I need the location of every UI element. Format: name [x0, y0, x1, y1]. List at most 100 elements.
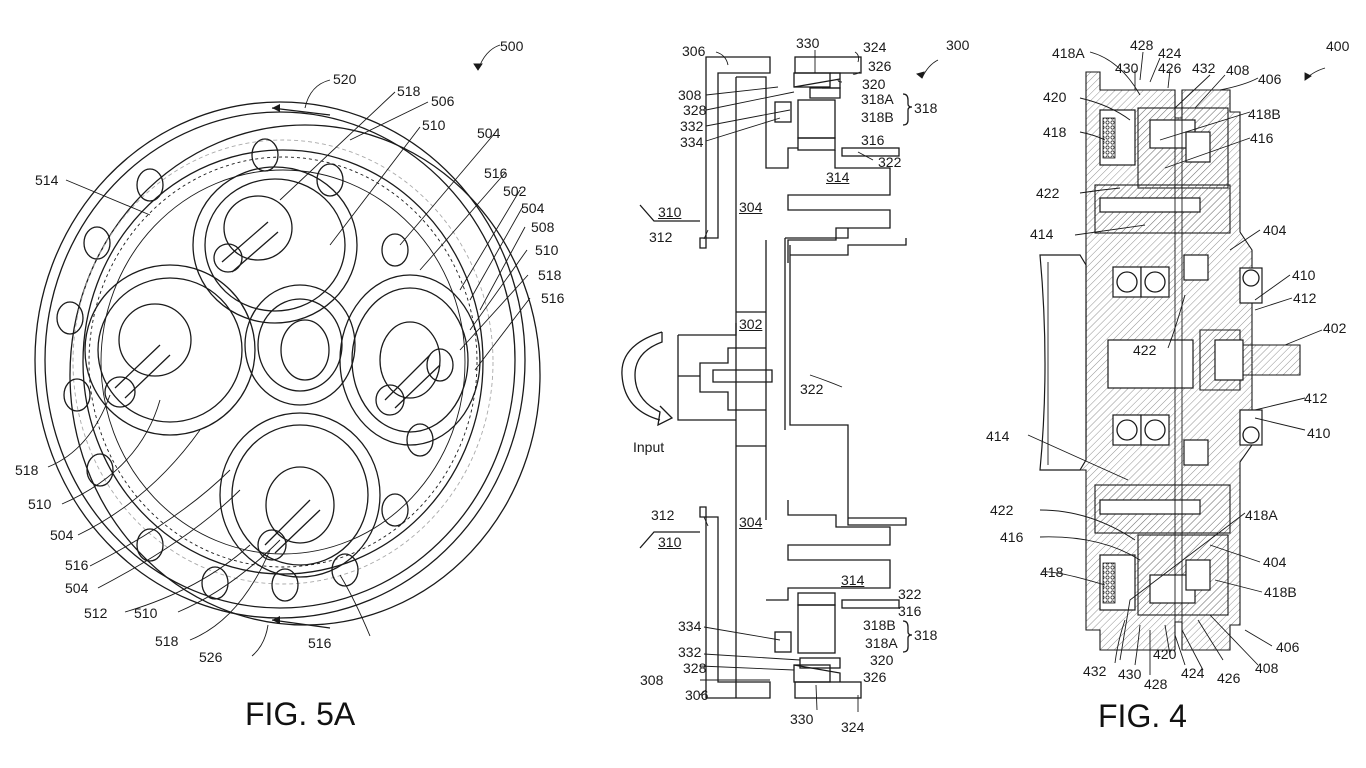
label-510: 510 — [535, 242, 559, 258]
label-410: 410 — [1292, 267, 1316, 283]
label-504: 504 — [65, 580, 89, 596]
label-320: 320 — [870, 652, 894, 668]
label-432: 432 — [1083, 663, 1107, 679]
label-312: 312 — [651, 507, 675, 523]
label-320: 320 — [862, 76, 886, 92]
label-412: 412 — [1293, 290, 1317, 306]
label-516: 516 — [541, 290, 565, 306]
label-430: 430 — [1115, 60, 1139, 76]
label-330: 330 — [790, 711, 814, 727]
label-506: 506 — [431, 93, 455, 109]
label-418B: 418B — [1264, 584, 1297, 600]
label-304: 304 — [739, 199, 763, 215]
label-428: 428 — [1144, 676, 1168, 692]
label-324: 324 — [841, 719, 865, 735]
leader-lines — [699, 50, 939, 712]
ring-gear — [82, 149, 484, 575]
leader-lines — [47, 44, 531, 657]
label-430: 430 — [1118, 666, 1142, 682]
label-516: 516 — [308, 635, 332, 651]
label-410: 410 — [1307, 425, 1331, 441]
label-504: 504 — [477, 125, 501, 141]
label-318A: 318A — [865, 635, 898, 651]
figure-caption: FIG. 4 — [1098, 698, 1187, 734]
figure-4: 400 418A 428 424 430 426 432 408 406 420… — [986, 0, 1366, 768]
label-318A: 318A — [861, 91, 894, 107]
label-316: 316 — [898, 603, 922, 619]
label-326: 326 — [868, 58, 892, 74]
label-518: 518 — [155, 633, 179, 649]
label-306: 306 — [685, 687, 709, 703]
label-314: 314 — [826, 169, 850, 185]
label-510: 510 — [134, 605, 158, 621]
label-518: 518 — [538, 267, 562, 283]
label-426: 426 — [1217, 670, 1241, 686]
label-306: 306 — [682, 43, 706, 59]
label-414: 414 — [986, 428, 1010, 444]
label-328: 328 — [683, 102, 707, 118]
figure-caption: FIG. 5A — [245, 696, 356, 732]
label-304: 304 — [739, 514, 763, 530]
label-516: 516 — [65, 557, 89, 573]
label-510: 510 — [28, 496, 52, 512]
label-404: 404 — [1263, 554, 1287, 570]
label-318: 318 — [914, 627, 938, 643]
planet-gear-right — [339, 274, 481, 446]
label-308: 308 — [678, 87, 702, 103]
label-424: 424 — [1158, 45, 1182, 61]
label-418A: 418A — [1052, 45, 1085, 61]
label-408: 408 — [1255, 660, 1279, 676]
label-334: 334 — [680, 134, 704, 150]
label-422: 422 — [1133, 342, 1157, 358]
label-420: 420 — [1153, 646, 1177, 662]
input-cup — [1039, 254, 1087, 471]
label-302: 302 — [739, 316, 763, 332]
label-418A: 418A — [1245, 507, 1278, 523]
label-322: 322 — [898, 586, 922, 602]
label-318B: 318B — [861, 109, 894, 125]
label-516: 516 — [484, 165, 508, 181]
label-526: 526 — [199, 649, 223, 665]
label-508: 508 — [531, 219, 555, 235]
label-308: 308 — [640, 672, 664, 688]
label-418: 418 — [1043, 124, 1067, 140]
label-328: 328 — [683, 660, 707, 676]
label-316: 316 — [861, 132, 885, 148]
planet-gear-bottom — [219, 412, 381, 578]
clutch-cross-section-drawing — [621, 50, 939, 712]
label-330: 330 — [796, 35, 820, 51]
figure-300: 300 306 330 324 326 320 308 318A 318 328… — [610, 0, 1000, 768]
planet-gear-left — [84, 264, 256, 436]
label-424: 424 — [1181, 665, 1205, 681]
label-314: 314 — [841, 572, 865, 588]
label-428: 428 — [1130, 37, 1154, 53]
label-322: 322 — [878, 154, 902, 170]
label-512: 512 — [84, 605, 108, 621]
label-312: 312 — [649, 229, 673, 245]
sun-gear — [244, 284, 356, 406]
label-332: 332 — [678, 644, 702, 660]
planetary-gear-drawing — [34, 44, 541, 657]
label-420: 420 — [1043, 89, 1067, 105]
label-432: 432 — [1192, 60, 1216, 76]
label-514: 514 — [35, 172, 59, 188]
label-408: 408 — [1226, 62, 1250, 78]
label-418: 418 — [1040, 564, 1064, 580]
label-504: 504 — [50, 527, 74, 543]
label-422: 422 — [1036, 185, 1060, 201]
label-416: 416 — [1250, 130, 1274, 146]
label-502: 502 — [503, 183, 527, 199]
label-518: 518 — [15, 462, 39, 478]
label-318: 318 — [914, 100, 938, 116]
label-406: 406 — [1276, 639, 1300, 655]
label-402: 402 — [1323, 320, 1347, 336]
coil-418 — [1102, 117, 1116, 159]
label-404: 404 — [1263, 222, 1287, 238]
ref-500: 500 — [500, 38, 524, 54]
label-520: 520 — [333, 71, 357, 87]
center-shaft — [1107, 339, 1194, 389]
planet-gear-top — [192, 166, 358, 324]
label-518: 518 — [397, 83, 421, 99]
label-414: 414 — [1030, 226, 1054, 242]
bolt-holes — [56, 138, 454, 602]
